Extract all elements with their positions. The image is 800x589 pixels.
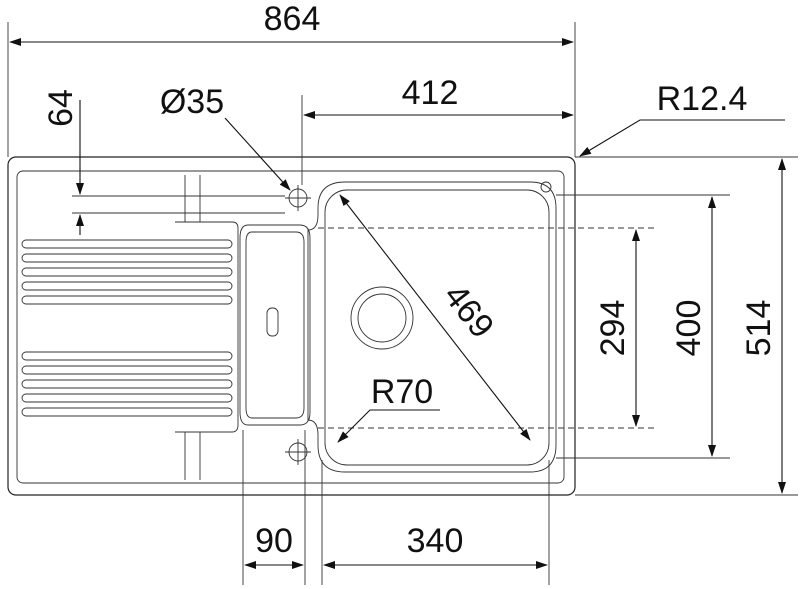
tap-holes: [285, 185, 311, 465]
svg-text:514: 514: [740, 300, 778, 357]
dim-bowl-radius: R70: [337, 373, 440, 443]
main-bowl: [307, 181, 557, 473]
drainer-board: [21, 175, 285, 480]
dim-bowl-diagonal: 469: [339, 194, 531, 441]
svg-text:Ø35: Ø35: [160, 83, 224, 121]
dim-small-bowl-width: 90: [244, 522, 304, 569]
drainer-rib: [21, 407, 233, 417]
svg-text:412: 412: [402, 74, 459, 112]
dim-tap-offset: 64: [42, 89, 84, 235]
drainer-rib: [21, 281, 233, 291]
drainer-rib: [21, 239, 233, 249]
drainer-rib: [21, 295, 233, 305]
drainer-rib: [21, 351, 233, 361]
svg-text:864: 864: [264, 0, 321, 38]
dim-tap-hole: Ø35: [160, 83, 291, 191]
dim-bowl-depth: 400: [670, 196, 716, 457]
drain-inner: [357, 293, 407, 343]
drainer-rib: [21, 253, 233, 263]
drainer-rib: [21, 267, 233, 277]
svg-text:R70: R70: [371, 373, 433, 411]
drainer-ribs: [21, 239, 233, 417]
dim-overall-width: 864: [7, 0, 576, 157]
svg-text:400: 400: [670, 300, 708, 357]
dim-bowl-inner-depth: 294: [594, 229, 640, 427]
svg-text:340: 340: [407, 522, 464, 560]
svg-text:90: 90: [255, 522, 293, 560]
dim-overall-depth: 514: [740, 158, 786, 494]
overflow-slot: [266, 307, 279, 337]
dim-bowl-offset: 412: [301, 74, 574, 185]
svg-text:64: 64: [42, 89, 80, 127]
dim-bowl-width: 340: [323, 522, 548, 569]
drainer-rib: [21, 393, 233, 403]
small-bowl: [239, 224, 311, 426]
sink-outline: [7, 156, 576, 496]
dim-corner-radius: R12.4: [579, 80, 785, 157]
svg-text:R12.4: R12.4: [657, 80, 748, 118]
drain-outer: [350, 286, 414, 350]
drainer-rib: [21, 379, 233, 389]
svg-text:294: 294: [594, 300, 632, 357]
svg-text:469: 469: [436, 277, 501, 345]
drainer-rib: [21, 365, 233, 375]
